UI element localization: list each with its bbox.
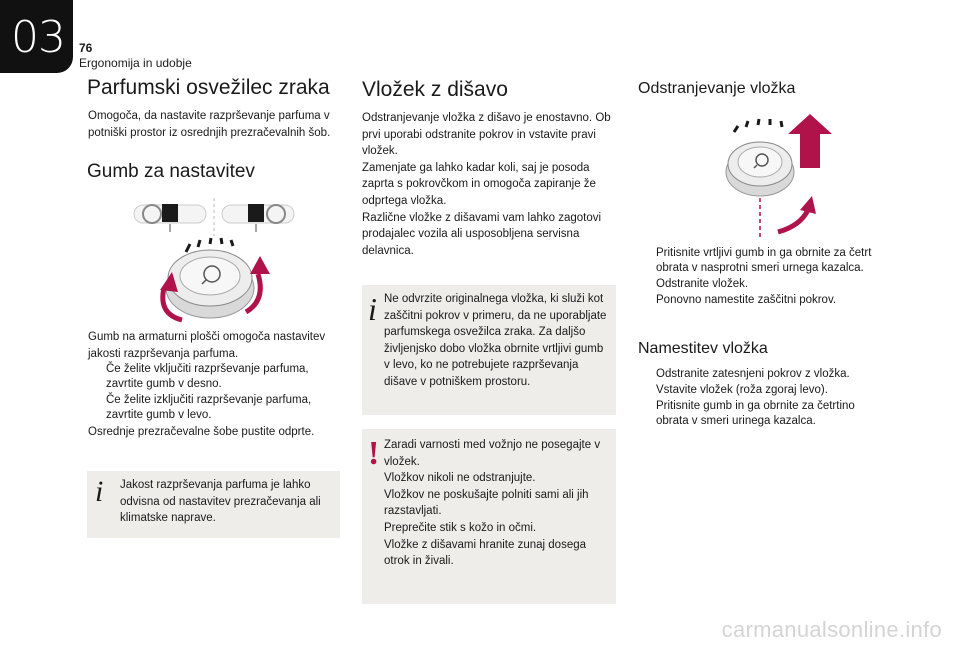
col3-install-list: Odstranite zatesnjeni pokrov z vložka. V… bbox=[638, 367, 888, 430]
col2-info-box: i Ne odvrzite originalnega vložka, ki sl… bbox=[362, 285, 616, 415]
page-number: 76 bbox=[79, 41, 93, 55]
warning-icon: ! bbox=[368, 435, 380, 472]
remove-cartridge-illustration bbox=[725, 114, 832, 238]
list-item: Odstranite vložek. bbox=[656, 278, 749, 290]
adjust-knob-illustration bbox=[133, 198, 295, 323]
list-item: Če želite vključiti razprševanje parfuma… bbox=[106, 363, 309, 390]
col2-title: Vložek z dišavo bbox=[362, 78, 508, 101]
col1-bullet-list: Če želite vključiti razprševanje parfuma… bbox=[88, 362, 338, 424]
col1-info-box: i Jakost razprševanja parfuma je lahko o… bbox=[87, 471, 340, 538]
col1-title: Parfumski osvežilec zraka bbox=[87, 76, 330, 99]
col2-warning-box: ! Zaradi varnosti med vožnjo ne posegajt… bbox=[362, 429, 616, 604]
chapter-number: 03 bbox=[11, 12, 66, 63]
col1-after: Osrednje prezračevalne šobe pustite odpr… bbox=[88, 426, 315, 438]
col1-intro: Omogoča, da nastavite razprševanje parfu… bbox=[88, 110, 331, 139]
col2-warning-text: Zaradi varnosti med vožnjo ne posegajte … bbox=[384, 439, 601, 568]
list-item: Če želite izključiti razprševanje parfum… bbox=[106, 394, 312, 421]
watermark: carmanualsonline.info bbox=[721, 617, 942, 642]
col2-info-text: Ne odvrzite originalnega vložka, ki služ… bbox=[384, 293, 607, 388]
section-name: Ergonomija in udobje bbox=[79, 56, 192, 70]
list-item: Vstavite vložek (roža zgoraj levo). bbox=[656, 384, 828, 396]
info-icon: i bbox=[368, 291, 377, 327]
col3-title-remove: Odstranjevanje vložka bbox=[638, 80, 796, 97]
col1-subtitle: Gumb za nastavitev bbox=[87, 161, 255, 182]
list-item: Pritisnite vrtljivi gumb in ga obrnite z… bbox=[656, 247, 872, 274]
list-item: Ponovno namestite zaščitni pokrov. bbox=[656, 294, 837, 306]
list-item: Pritisnite gumb in ga obrnite za četrtin… bbox=[656, 400, 855, 427]
col3-title-install: Namestitev vložka bbox=[638, 340, 768, 357]
col2-body: Odstranjevanje vložka z dišavo je enosta… bbox=[362, 112, 611, 257]
info-icon: i bbox=[95, 475, 104, 508]
list-item: Odstranite zatesnjeni pokrov z vložka. bbox=[656, 368, 850, 380]
chapter-tab: 03 bbox=[0, 0, 73, 73]
col1-body: Gumb na armaturni plošči omogoča nastavi… bbox=[88, 331, 326, 360]
col3-remove-list: Pritisnite vrtljivi gumb in ga obrnite z… bbox=[638, 246, 888, 309]
col1-info-text: Jakost razprševanja parfuma je lahko odv… bbox=[120, 479, 321, 525]
